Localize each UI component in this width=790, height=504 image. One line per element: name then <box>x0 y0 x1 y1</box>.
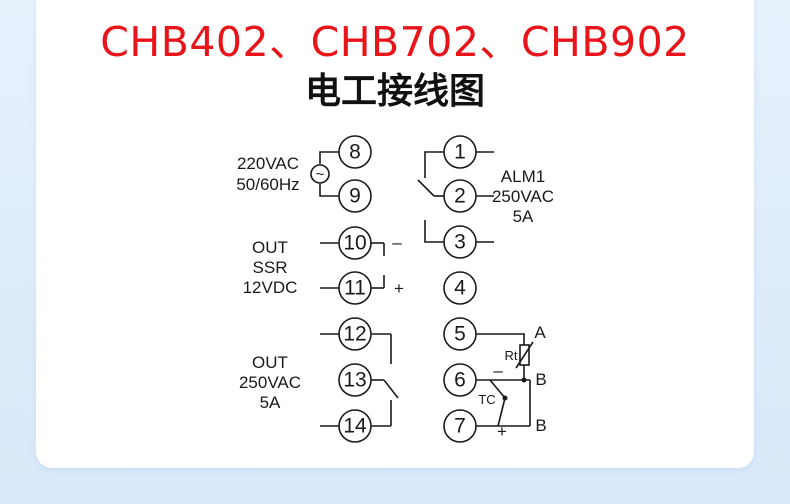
terminal-14: 14 <box>338 409 372 443</box>
alarm-current-label: 5A <box>513 207 534 226</box>
sensor-input-wiring <box>476 333 534 427</box>
relay-current-label: 5A <box>260 393 281 412</box>
terminal-14-label: 14 <box>343 415 367 438</box>
terminal-7: 7 <box>443 409 477 443</box>
terminal-10-label: 10 <box>343 232 366 255</box>
sensor-b1-label: B <box>535 370 546 389</box>
terminal-7-label: 7 <box>454 415 466 438</box>
page-subtitle: 电工接线图 <box>304 71 485 112</box>
terminal-11-label: 11 <box>344 277 366 300</box>
terminal-10: 10 <box>338 226 372 260</box>
ssr-minus-sign: – <box>392 233 402 252</box>
terminal-9: 9 <box>338 179 372 213</box>
sensor-a-label: A <box>534 323 546 342</box>
alarm-relay-wiring <box>417 151 494 243</box>
terminal-2: 2 <box>443 179 477 213</box>
terminal-12-label: 12 <box>343 323 366 346</box>
tc-label: TC <box>478 392 495 407</box>
tc-plus-sign: + <box>497 422 507 441</box>
power-frequency-label: 50/60Hz <box>236 175 299 194</box>
terminal-4: 4 <box>443 271 477 305</box>
terminal-5-label: 5 <box>454 323 466 346</box>
thermocouple-junction-icon <box>502 395 508 401</box>
junction-dot <box>521 377 527 383</box>
terminal-12: 12 <box>338 317 372 351</box>
ac-source-icon <box>310 164 330 184</box>
ssr-voltage-label: 12VDC <box>243 278 298 297</box>
terminal-8-label: 8 <box>349 141 361 164</box>
terminal-1-label: 1 <box>454 141 466 164</box>
alarm-voltage-label: 250VAC <box>492 187 554 206</box>
terminal-13-label: 13 <box>343 369 366 392</box>
rt-label: Rt <box>505 348 518 363</box>
terminal-4-label: 4 <box>454 277 466 300</box>
terminal-5: 5 <box>443 317 477 351</box>
terminal-13: 13 <box>338 363 372 397</box>
terminal-9-label: 9 <box>349 185 361 208</box>
terminal-2-label: 2 <box>454 185 466 208</box>
sensor-b2-label: B <box>535 416 546 435</box>
content-card <box>36 0 754 468</box>
page-title: CHB402、CHB702、CHB902 <box>100 18 690 66</box>
power-input-wiring: ~ <box>310 151 339 197</box>
terminal-8: 8 <box>338 135 372 169</box>
ssr-plus-sign: + <box>394 279 404 298</box>
terminal-3: 3 <box>443 225 477 259</box>
terminal-6: 6 <box>443 363 477 397</box>
terminal-11: 11 <box>338 271 372 305</box>
terminal-6-label: 6 <box>454 369 466 392</box>
relay-output-wiring <box>320 333 399 427</box>
ac-symbol: ~ <box>316 166 325 183</box>
ssr-out-label: OUT <box>252 238 288 257</box>
ssr-type-label: SSR <box>253 258 288 277</box>
tc-minus-sign: – <box>493 361 503 380</box>
terminal-3-label: 3 <box>454 231 466 254</box>
power-voltage-label: 220VAC <box>237 154 299 173</box>
terminal-1: 1 <box>443 135 477 169</box>
ssr-output-wiring <box>320 242 385 289</box>
relay-out-label: OUT <box>252 353 288 372</box>
alarm-label: ALM1 <box>501 167 545 186</box>
relay-voltage-label: 250VAC <box>239 373 301 392</box>
